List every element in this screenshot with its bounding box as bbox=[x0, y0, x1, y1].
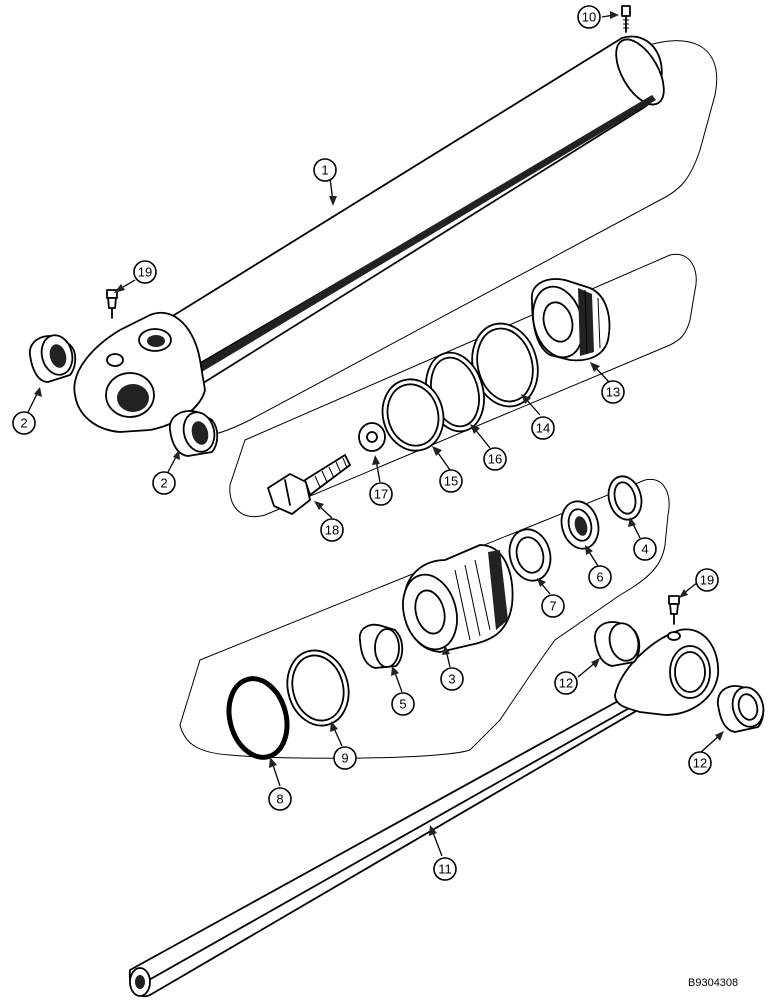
callout-5: 5 bbox=[391, 692, 415, 716]
part-3-gland bbox=[402, 544, 514, 653]
callout-10-label: 10 bbox=[582, 10, 596, 25]
callout-9-label: 9 bbox=[341, 751, 348, 766]
part-4-wiper bbox=[607, 475, 643, 521]
part-11-rod bbox=[128, 628, 719, 998]
callout-17-label: 17 bbox=[374, 487, 388, 502]
callout-12-upper: 12 bbox=[554, 671, 578, 695]
callout-2-left-label: 2 bbox=[20, 416, 27, 431]
callout-2-right-label: 2 bbox=[160, 476, 167, 491]
part-12-bushing-lower bbox=[717, 685, 765, 733]
part-18-bolt bbox=[267, 454, 351, 515]
part-10-screw bbox=[621, 5, 631, 33]
callout-8-label: 8 bbox=[276, 792, 283, 807]
callout-16: 16 bbox=[483, 447, 507, 471]
callout-5-label: 5 bbox=[399, 697, 406, 712]
callout-1: 1 bbox=[313, 158, 337, 182]
callout-11: 11 bbox=[433, 857, 457, 881]
callout-18: 18 bbox=[320, 518, 344, 542]
part-12-bushing-upper bbox=[594, 621, 641, 667]
part-6-seal bbox=[560, 500, 600, 550]
callout-19-rod: 19 bbox=[695, 568, 719, 592]
part-19-grease-fitting-rod bbox=[668, 595, 680, 625]
callout-15: 15 bbox=[439, 469, 463, 493]
callout-13: 13 bbox=[601, 380, 625, 404]
part-13-piston bbox=[531, 278, 611, 362]
part-2-bushing-right bbox=[169, 410, 219, 457]
callout-19-top: 19 bbox=[133, 260, 157, 284]
callout-1-label: 1 bbox=[321, 163, 328, 178]
callout-17: 17 bbox=[369, 482, 393, 506]
callout-19-rod-label: 19 bbox=[700, 573, 714, 588]
seal-kit-outline bbox=[229, 253, 697, 517]
callout-7: 7 bbox=[541, 594, 565, 618]
callout-15-label: 15 bbox=[444, 474, 458, 489]
callout-10: 10 bbox=[577, 5, 601, 29]
part-7-seal bbox=[508, 528, 552, 582]
callout-8: 8 bbox=[268, 787, 292, 811]
gland-kit-outline bbox=[179, 479, 670, 759]
callout-9: 9 bbox=[333, 746, 357, 770]
callout-6-label: 6 bbox=[596, 570, 603, 585]
callout-4: 4 bbox=[633, 537, 657, 561]
callout-14-label: 14 bbox=[536, 421, 550, 436]
callout-13-label: 13 bbox=[606, 385, 620, 400]
callout-12-lower-label: 12 bbox=[693, 756, 707, 771]
callout-16-label: 16 bbox=[488, 452, 502, 467]
part-2-bushing-left bbox=[29, 334, 77, 383]
callout-7-label: 7 bbox=[549, 599, 556, 614]
document-id: B9304308 bbox=[688, 977, 739, 989]
callout-18-label: 18 bbox=[325, 523, 339, 538]
callout-6: 6 bbox=[588, 565, 612, 589]
part-9-ring bbox=[286, 649, 350, 727]
part-cylinder-barrel bbox=[73, 35, 718, 438]
callout-3-label: 3 bbox=[448, 672, 455, 687]
part-14-ring bbox=[471, 322, 539, 408]
part-19-grease-fitting-top bbox=[106, 289, 118, 319]
part-15-ring bbox=[381, 378, 445, 452]
part-8-o-ring bbox=[226, 676, 290, 760]
part-5-bushing bbox=[358, 623, 404, 669]
part-17-washer bbox=[358, 422, 386, 452]
callout-14: 14 bbox=[531, 416, 555, 440]
callout-4-label: 4 bbox=[641, 542, 648, 557]
callout-12-upper-label: 12 bbox=[559, 676, 573, 691]
callout-12-lower: 12 bbox=[688, 751, 712, 775]
callout-3: 3 bbox=[440, 667, 464, 691]
leader-lines bbox=[27, 11, 724, 857]
callout-11-label: 11 bbox=[438, 862, 452, 877]
callout-2-left: 2 bbox=[12, 411, 36, 435]
callout-2-right: 2 bbox=[152, 471, 176, 495]
callout-19-top-label: 19 bbox=[138, 265, 152, 280]
